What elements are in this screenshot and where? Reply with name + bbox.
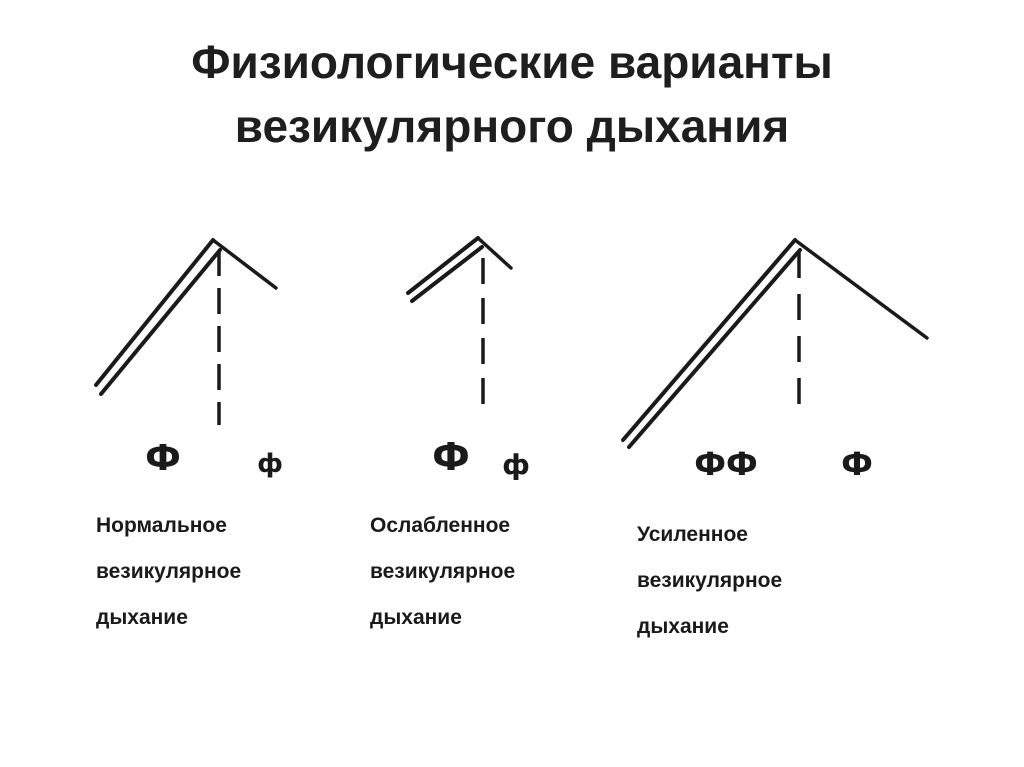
- inhale-symbol: Ф: [432, 435, 470, 479]
- exhale-line: [793, 238, 929, 340]
- caption-line: везикулярное: [96, 560, 242, 583]
- exhale-symbol: ф: [257, 449, 283, 479]
- inhale-line-outer: [621, 238, 797, 442]
- caption-line: везикулярное: [637, 569, 783, 592]
- inhale-line-outer: [406, 236, 480, 295]
- caption-line: дыхание: [370, 606, 462, 629]
- exhale-line: [476, 236, 513, 270]
- exhale-symbol: ф: [502, 448, 530, 481]
- inhale-symbol: ФФ: [694, 445, 757, 483]
- caption-normal: Нормальное везикулярное дыхание: [96, 503, 241, 641]
- diagram-normal: Ф ф: [94, 238, 283, 479]
- title-line-1: Физиологические варианты: [191, 36, 833, 88]
- caption-line: Нормальное: [96, 514, 227, 537]
- caption-line: дыхание: [96, 606, 188, 629]
- inhale-line-outer: [94, 238, 215, 387]
- exhale-line: [211, 238, 278, 290]
- inhale-line-inner: [99, 248, 222, 396]
- title-line-2: везикулярного дыхания: [234, 100, 790, 152]
- slide-title: Физиологические варианты везикулярного д…: [0, 30, 1024, 158]
- exhale-symbol: Ф: [841, 445, 873, 483]
- diagram-weakened: Ф ф: [406, 236, 530, 481]
- caption-line: дыхание: [637, 615, 729, 638]
- caption-weakened: Ослабленное везикулярное дыхание: [370, 503, 515, 641]
- inhale-line-inner: [627, 248, 802, 449]
- caption-line: Ослабленное: [370, 514, 511, 537]
- caption-line: везикулярное: [370, 560, 516, 583]
- inhale-symbol: Ф: [145, 438, 181, 479]
- diagram-enhanced: ФФ Ф: [621, 238, 929, 483]
- caption-line: Усиленное: [637, 523, 748, 546]
- caption-enhanced: Усиленное везикулярное дыхание: [637, 512, 782, 650]
- inhale-line-inner: [410, 245, 484, 303]
